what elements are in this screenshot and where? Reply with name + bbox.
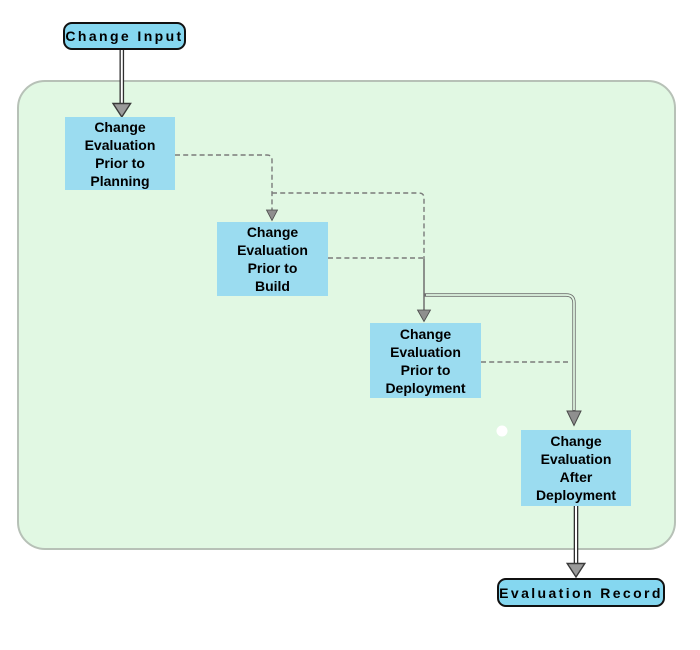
node-change-evaluation-prior-to-build: Change Evaluation Prior to Build xyxy=(217,222,328,296)
node-evaluation-record: Evaluation Record xyxy=(497,578,665,607)
node-change-evaluation-after-deployment: Change Evaluation After Deployment xyxy=(521,430,631,506)
node-change-evaluation-prior-to-planning: Change Evaluation Prior to Planning xyxy=(65,117,175,190)
node-change-evaluation-prior-to-deployment: Change Evaluation Prior to Deployment xyxy=(370,323,481,398)
arrowhead-icon xyxy=(565,562,587,579)
node-change-input: Change Input xyxy=(63,22,186,50)
